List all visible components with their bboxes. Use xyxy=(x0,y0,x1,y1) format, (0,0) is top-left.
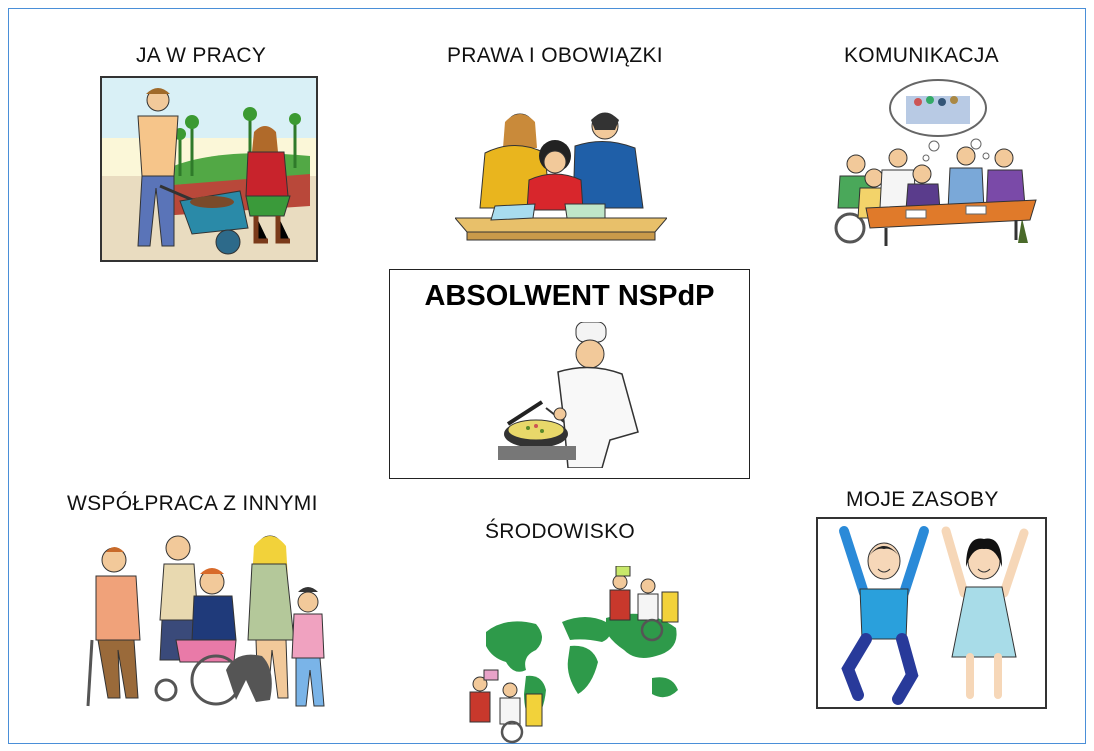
topic-label-work: JA W PRACY xyxy=(136,44,267,67)
topic-label-environment: ŚRODOWISKO xyxy=(485,520,636,543)
group-cooperation-icon xyxy=(86,530,326,716)
topic-label-rights: PRAWA I OBOWIĄZKI xyxy=(447,44,663,67)
diagram-frame xyxy=(8,8,1086,744)
chef-cooking-icon xyxy=(498,322,648,468)
meeting-conversation-icon xyxy=(826,78,1046,248)
topic-label-resources: MOJE ZASOBY xyxy=(846,488,999,511)
happy-people-icon xyxy=(816,517,1047,709)
topic-label-cooperation: WSPÓŁPRACA Z INNYMI xyxy=(67,492,318,515)
people-at-table-icon xyxy=(455,108,667,243)
world-map-community-icon xyxy=(466,566,690,746)
center-box: ABSOLWENT NSPdP xyxy=(389,269,750,479)
gardening-work-icon xyxy=(100,76,318,262)
topic-label-communication: KOMUNIKACJA xyxy=(844,44,999,67)
center-title: ABSOLWENT NSPdP xyxy=(424,280,715,312)
